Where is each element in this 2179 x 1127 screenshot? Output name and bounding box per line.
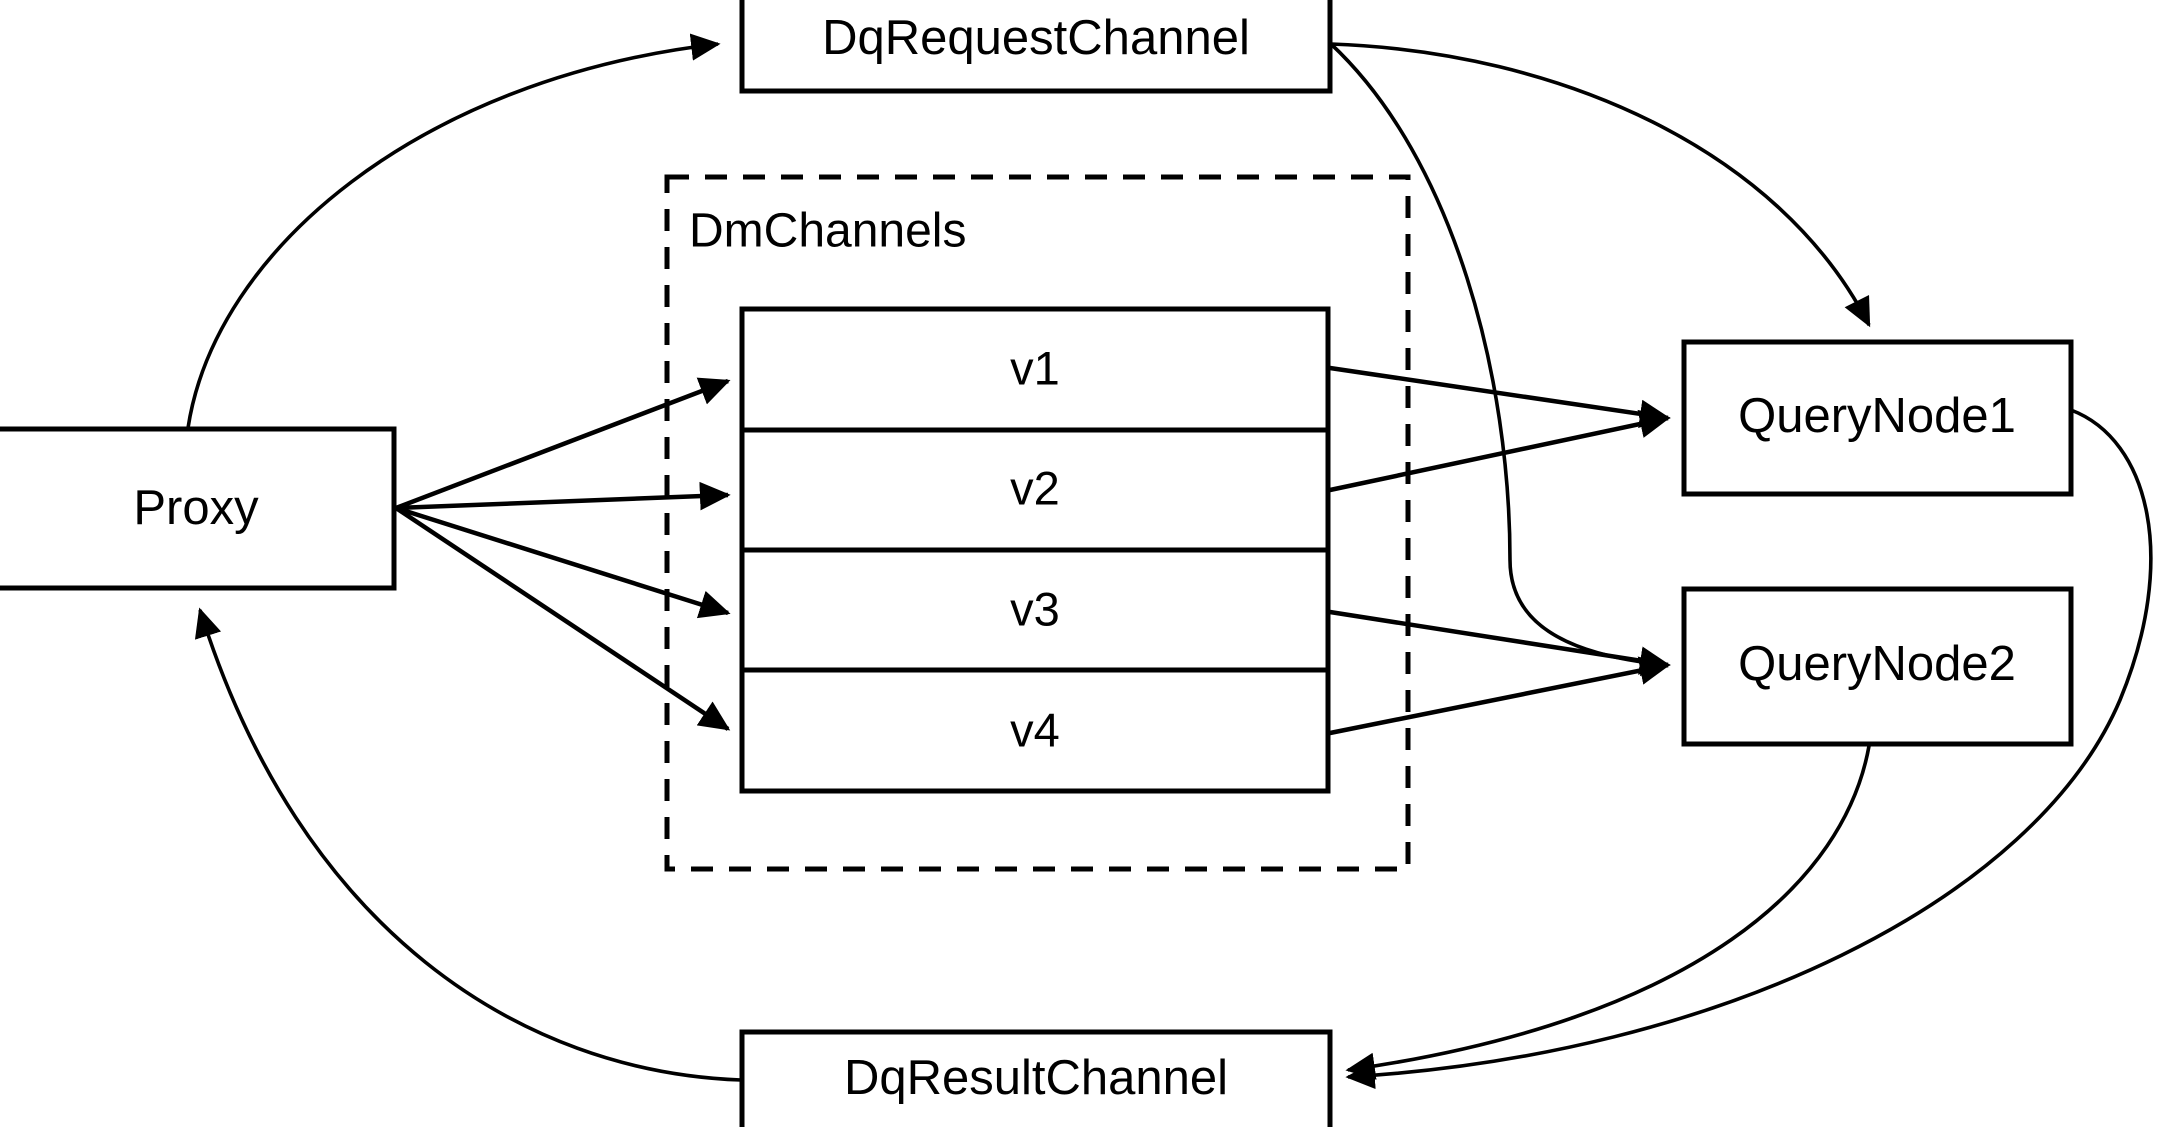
edge-proxy-to-dqrequestchannel: [186, 33, 721, 429]
node-dqrequestchannel-label: DqRequestChannel: [822, 11, 1250, 65]
dmchannel-row-v3[interactable]: v3: [1010, 582, 1060, 635]
node-dqresultchannel-label: DqResultChannel: [844, 1051, 1228, 1105]
edge-dqresultchannel-to-proxy: [194, 607, 742, 1082]
edge-querynode2-to-dqresultchannel: [1345, 745, 1871, 1080]
dmchannels-group-label: DmChannels: [689, 205, 966, 258]
dmchannel-row-v1[interactable]: v1: [1010, 341, 1060, 394]
node-querynode2[interactable]: [1681, 586, 2074, 747]
edge-proxy-to-v2: [395, 481, 731, 511]
dmchannel-row-v2[interactable]: v2: [1010, 461, 1060, 514]
edge-querynode1-to-dqresultchannel: [1345, 408, 2153, 1090]
node-querynode2-label: QueryNode2: [1738, 637, 2016, 691]
node-proxy[interactable]: [0, 426, 397, 591]
node-dqrequestchannel[interactable]: [739, 0, 1333, 94]
edge-dqrequestchannel-to-querynode1: [1330, 42, 1871, 328]
dmchannel-row-v4[interactable]: v4: [1010, 703, 1060, 756]
edge-v4-to-querynode2: [1329, 656, 1671, 736]
node-querynode1[interactable]: [1681, 339, 2074, 497]
node-querynode1-label: QueryNode1: [1738, 389, 2016, 443]
edge-proxy-to-v4: [394, 506, 731, 731]
edge-v1-to-querynode1: [1329, 365, 1671, 429]
node-dqresultchannel[interactable]: [739, 1029, 1333, 1127]
node-proxy-label: Proxy: [133, 481, 259, 535]
edge-proxy-to-v1: [395, 377, 731, 511]
edge-dqrequestchannel-to-querynode2: [1329, 42, 1671, 677]
dmchannels-group-box: [664, 174, 1411, 872]
edge-proxy-to-v3: [395, 505, 731, 619]
edge-v2-to-querynode1: [1329, 409, 1671, 493]
